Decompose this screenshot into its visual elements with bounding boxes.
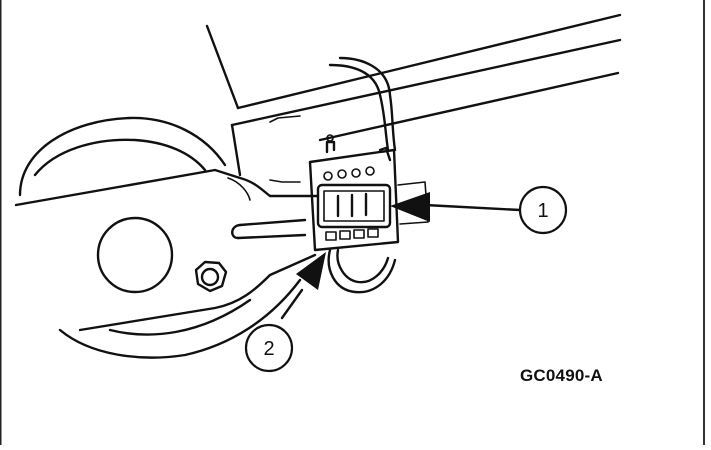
callout-2: 2: [244, 323, 294, 373]
callout-2-label: 2: [263, 338, 274, 360]
hub: [96, 216, 174, 294]
bolt: [194, 260, 228, 293]
wire-harness: [327, 56, 397, 294]
wheel: [18, 116, 302, 359]
callout-1: 1: [518, 185, 568, 235]
callout-1-label: 1: [537, 200, 548, 222]
figure-code: GC0490-A: [520, 366, 603, 385]
callout-1-leader: [390, 192, 522, 222]
electrical-connector: [308, 134, 429, 252]
callout-2-leader: [280, 252, 326, 320]
axle-arm: [14, 168, 320, 332]
body-panel: [205, 13, 622, 177]
